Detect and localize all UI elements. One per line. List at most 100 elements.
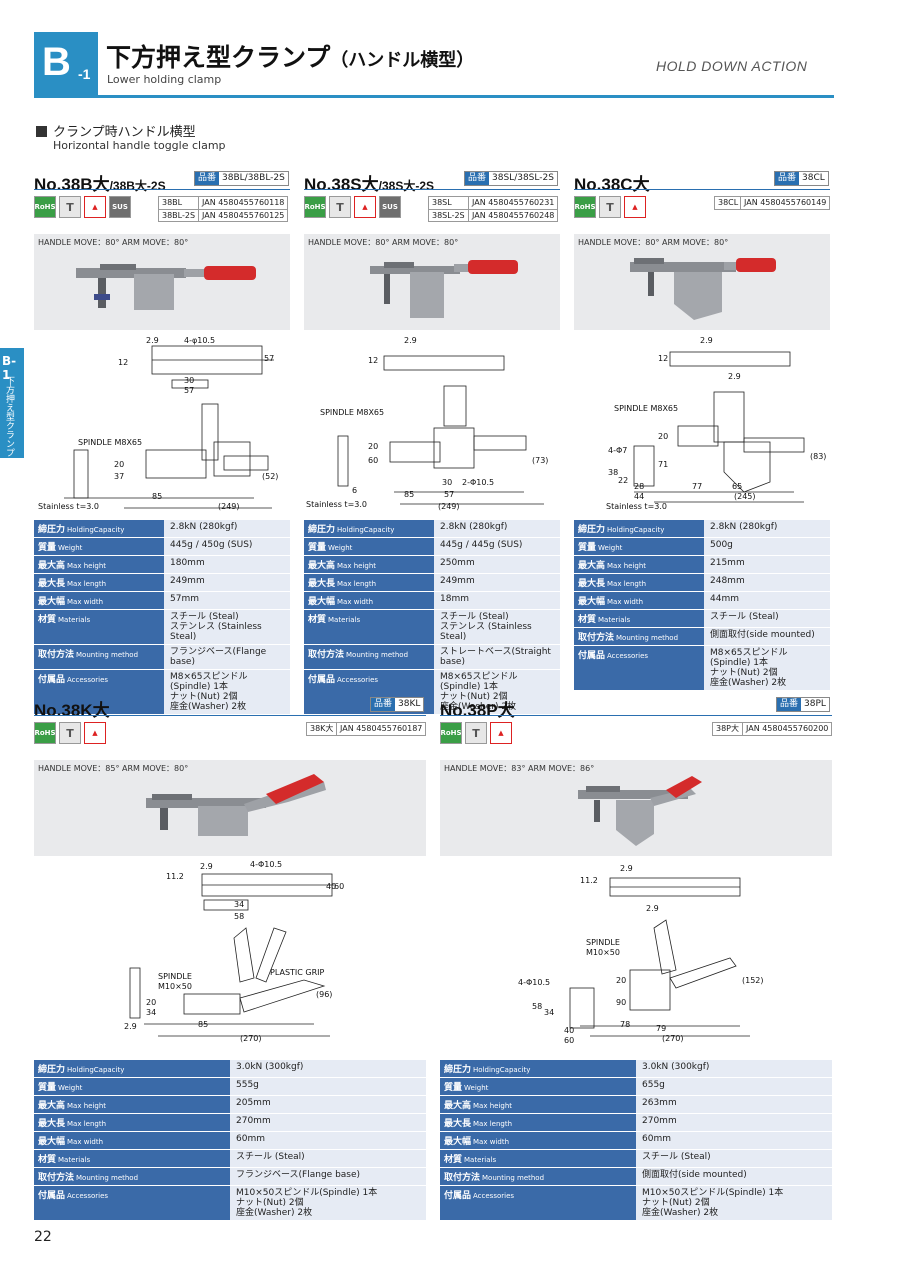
spec-value: スチール (Steal) [230,1149,426,1168]
dim-label: 2.9 [728,372,741,381]
dim-label: (83) [810,452,827,461]
side-tab-code: B-1 [2,354,17,382]
dim-label: 6 [352,486,358,495]
section-subheading: Horizontal handle toggle clamp [53,139,226,152]
spec-key-en: Materials [328,616,361,624]
spec-value: フランジベース(Flange base) [230,1167,426,1186]
dim-label: SPINDLE M8X65 [614,404,679,413]
product-photo: HANDLE MOVE：83° ARM MOVE：86° [440,760,832,856]
drawing-lines [633,351,805,503]
spec-key-ja: 締圧力 [38,525,66,535]
clamp-photo-illustration [578,776,702,846]
spec-key-ja: 締圧力 [578,525,606,535]
product-name: No.38C大 [574,170,650,195]
dim-label: 78 [620,1020,631,1029]
dim-label: 4-Φ10.5 [250,860,283,869]
dim-label: 71 [658,460,669,469]
dim-label: (52) [262,472,279,481]
spec-value-line: 座金(Washer) 2枚 [170,702,247,712]
dim-label: Stainless t=3.0 [606,502,667,511]
dim-label: (249) [438,502,460,511]
spec-key-en: Max height [473,1102,513,1110]
spec-value: 57mm [164,591,290,610]
dim-label: PLASTIC GRIP [270,968,325,977]
spec-key-ja: 材質 [444,1155,463,1165]
spec-key-ja: 最大長 [308,579,336,589]
dim-label: 77 [692,482,703,491]
spec-value-line: 座金(Washer) 2枚 [236,1208,313,1218]
spec-value: 2.8kN (280kgf) [164,520,290,538]
spec-key-ja: 最大幅 [578,597,606,607]
product-photo: HANDLE MOVE：85° ARM MOVE：80° [34,760,426,856]
jan-model: 38K大 [307,723,337,735]
rohs-icon: RoHS [34,196,56,218]
spec-key-en: Weight [328,544,353,552]
product-code-label: 品番 [775,172,800,185]
icon-row: RoHS T ▲ SUS [34,196,131,218]
dim-label: M10×50 [586,948,620,957]
spec-key-en: HoldingCapacity [607,526,665,534]
spec-value-line: スチール (Steal) [440,612,509,622]
spec-value: M10×50スピンドル(Spindle) 1本ナット(Nut) 2個座金(Was… [636,1185,832,1221]
spec-key-en: Materials [58,1156,91,1164]
dim-label: 2.9 [146,336,159,345]
spec-key-ja: 最大高 [444,1101,472,1111]
product-photo: HANDLE MOVE：80° ARM MOVE：80° [34,234,290,330]
spec-value-line: ナット(Nut) 2個 [642,1198,710,1208]
spec-key-en: Max height [337,562,377,570]
spec-value: 2.8kN (280kgf) [704,520,830,538]
dim-label: 58 [532,1002,543,1011]
jan-code: JAN 4580455760248 [472,211,555,220]
spec-key-en: Materials [58,616,91,624]
rohs-icon: RoHS [304,196,326,218]
spec-key-ja: 取付方法 [578,633,615,643]
chapter-letter: B [42,40,71,84]
spec-value: 18mm [434,591,560,610]
caution-icon: ▲ [624,196,646,218]
tool-icon: T [329,196,351,218]
spec-value: スチール (Steal) [636,1149,832,1168]
product-name: No.38P大 [440,696,515,721]
dim-label: 22 [618,476,629,485]
spec-value-line: M8×65スピンドル(Spindle) 1本 [170,672,248,692]
spec-value: M8×65スピンドル(Spindle) 1本ナット(Nut) 2個座金(Wash… [164,669,290,715]
dim-label: 20 [114,460,125,469]
dim-label: (270) [240,1034,262,1043]
dim-label: (245) [734,492,756,501]
technical-drawing: 11.2 2.9 2.9 SPINDLE M10×50 4-Φ10.5 20 9… [440,858,832,1058]
product-rule [574,189,830,190]
dim-label: (73) [532,456,549,465]
section-heading: クランプ時ハンドル横型 [36,121,196,140]
spec-value-line: 座金(Washer) 2枚 [710,678,787,688]
tool-icon: T [59,722,81,744]
jan-code: JAN 4580455760200 [746,724,829,733]
spec-key-ja: 最大長 [38,1119,66,1129]
dim-label: 85 [152,492,163,501]
spec-key-en: Max width [337,598,374,606]
dim-label: (96) [316,990,333,999]
dim-label: 11.2 [580,876,598,885]
